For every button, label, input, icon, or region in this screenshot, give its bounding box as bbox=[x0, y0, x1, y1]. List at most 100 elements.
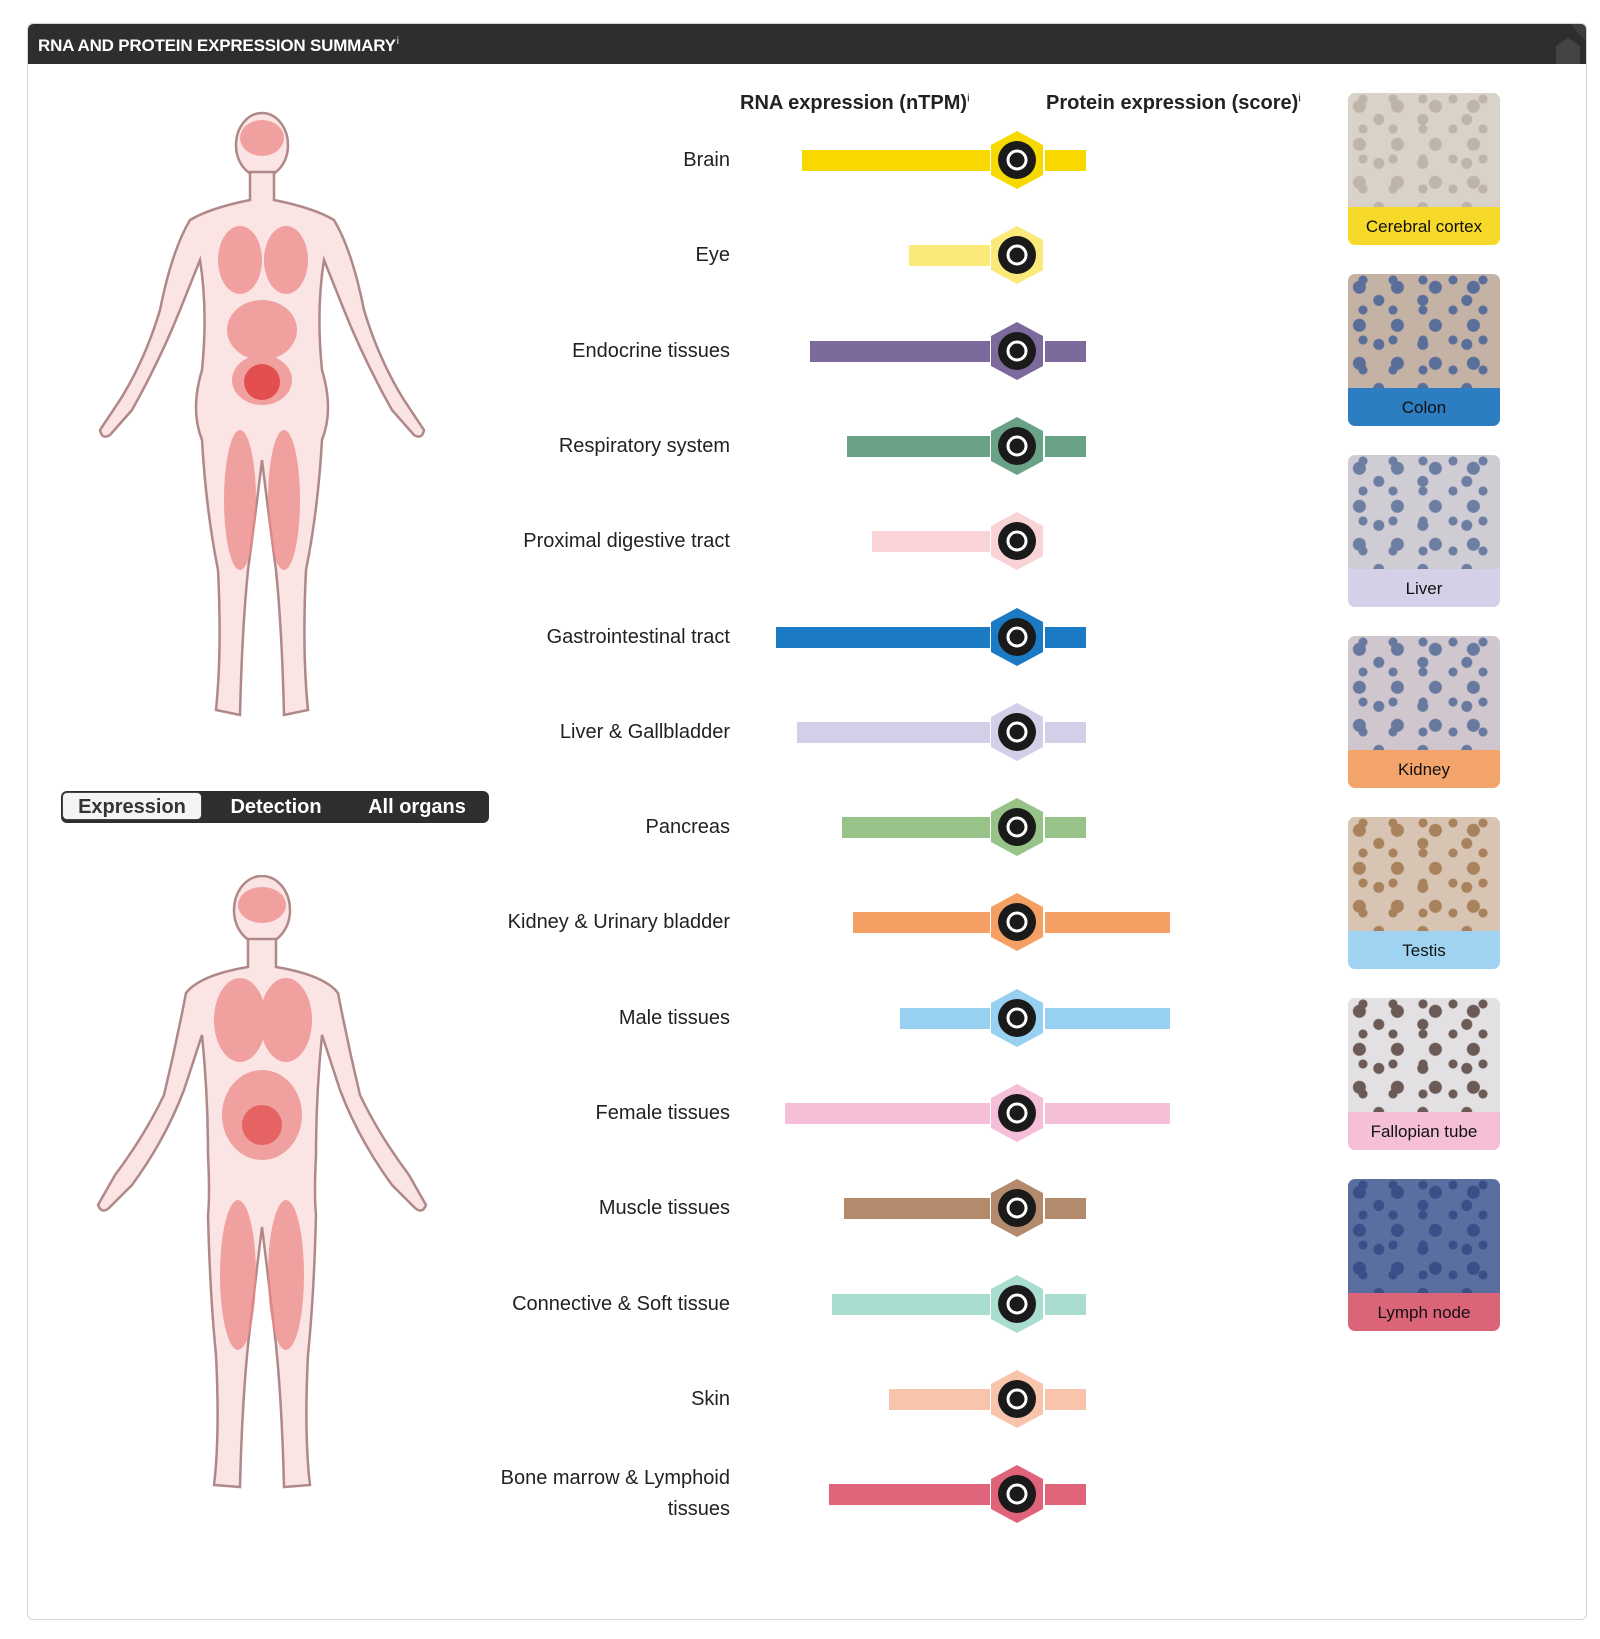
thumbnail-caption: Testis bbox=[1348, 931, 1500, 969]
info-icon[interactable]: i bbox=[396, 36, 399, 48]
liver-icon[interactable] bbox=[989, 702, 1045, 762]
tissue-thumbnail[interactable]: Testis bbox=[1348, 817, 1500, 969]
protein-expression-bar[interactable] bbox=[1045, 1389, 1086, 1410]
tissue-thumbnail[interactable]: Colon bbox=[1348, 274, 1500, 426]
protein-expression-bar[interactable] bbox=[1045, 1198, 1086, 1219]
tissue-row[interactable]: Gastrointestinal tract bbox=[0, 592, 1300, 682]
tissue-thumbnail[interactable]: Lymph node bbox=[1348, 1179, 1500, 1331]
uterus-icon[interactable] bbox=[989, 1083, 1045, 1143]
tissue-label[interactable]: Bone marrow & Lymphoid tissues bbox=[500, 1467, 730, 1520]
heart-icon[interactable] bbox=[989, 1178, 1045, 1238]
tissue-label[interactable]: Eye bbox=[695, 243, 730, 266]
stomach-icon[interactable] bbox=[989, 607, 1045, 667]
tissue-label[interactable]: Endocrine tissues bbox=[572, 339, 730, 362]
tissue-thumbnail[interactable]: Fallopian tube bbox=[1348, 998, 1500, 1150]
rna-expression-bar[interactable] bbox=[853, 912, 990, 933]
rna-expression-bar[interactable] bbox=[829, 1484, 990, 1505]
tissue-thumbnail[interactable]: Liver bbox=[1348, 455, 1500, 607]
rna-expression-bar[interactable] bbox=[832, 1294, 990, 1315]
protein-expression-bar[interactable] bbox=[1045, 1484, 1086, 1505]
toggle-expression[interactable]: Expression bbox=[62, 792, 202, 820]
protein-expression-bar[interactable] bbox=[1045, 341, 1086, 362]
head-icon[interactable] bbox=[989, 511, 1045, 571]
pancreas-icon[interactable] bbox=[989, 797, 1045, 857]
rna-expression-bar[interactable] bbox=[844, 1198, 990, 1219]
tissue-row[interactable]: Endocrine tissues bbox=[0, 306, 1300, 396]
tissue-micrograph-image bbox=[1348, 1179, 1500, 1293]
skin-icon[interactable] bbox=[989, 1369, 1045, 1429]
thumbnail-caption: Lymph node bbox=[1348, 1293, 1500, 1331]
kidney-icon[interactable] bbox=[989, 892, 1045, 952]
brain-icon[interactable] bbox=[989, 130, 1045, 190]
protein-expression-bar[interactable] bbox=[1045, 722, 1086, 743]
rna-expression-bar[interactable] bbox=[785, 1103, 990, 1124]
tissue-label[interactable]: Male tissues bbox=[618, 1006, 730, 1029]
fat-cells-icon[interactable] bbox=[989, 1274, 1045, 1334]
eye-icon[interactable] bbox=[989, 225, 1045, 285]
tissue-label[interactable]: Brain bbox=[683, 148, 730, 171]
tissue-label[interactable]: Female tissues bbox=[595, 1101, 731, 1124]
rna-expression-bar[interactable] bbox=[900, 1008, 990, 1029]
rna-expression-bar[interactable] bbox=[776, 627, 990, 648]
rna-expression-bar[interactable] bbox=[797, 722, 990, 743]
tissue-row[interactable]: Male tissues bbox=[0, 973, 1300, 1063]
tissue-thumbnail[interactable]: Kidney bbox=[1348, 636, 1500, 788]
tissue-row[interactable]: Connective & Soft tissue bbox=[0, 1259, 1300, 1349]
tissue-label[interactable]: Kidney & Urinary bladder bbox=[507, 910, 730, 933]
rna-expression-bar[interactable] bbox=[889, 1389, 990, 1410]
protein-expression-bar[interactable] bbox=[1045, 150, 1086, 171]
protein-expression-bar[interactable] bbox=[1045, 1294, 1086, 1315]
tissue-thumbnail[interactable]: Cerebral cortex bbox=[1348, 93, 1500, 245]
male-body-diagram[interactable] bbox=[90, 875, 435, 1500]
tissue-row[interactable]: Respiratory system bbox=[0, 401, 1300, 491]
tissue-row[interactable]: Bone marrow & Lymphoid tissues bbox=[0, 1449, 1300, 1539]
tissue-micrograph-image bbox=[1348, 274, 1500, 388]
toggle-detection[interactable]: Detection bbox=[230, 796, 322, 818]
rna-expression-bar[interactable] bbox=[847, 436, 990, 457]
protein-expression-bar[interactable] bbox=[1045, 912, 1170, 933]
panel-title: RNA AND PROTEIN EXPRESSION SUMMARYi bbox=[38, 36, 399, 55]
tissue-row[interactable]: Skin bbox=[0, 1354, 1300, 1444]
female-body-diagram[interactable] bbox=[90, 110, 435, 735]
tissue-label[interactable]: Proximal digestive tract bbox=[523, 529, 730, 552]
protein-expression-heading: Protein expression (score)i bbox=[1046, 92, 1301, 114]
tissue-row[interactable]: Proximal digestive tract bbox=[0, 496, 1300, 586]
tissue-micrograph-image bbox=[1348, 455, 1500, 569]
protein-expression-bar[interactable] bbox=[1045, 1008, 1170, 1029]
thumbnail-caption: Liver bbox=[1348, 569, 1500, 607]
rna-expression-bar[interactable] bbox=[909, 245, 990, 266]
tissue-row[interactable]: Liver & Gallbladder bbox=[0, 687, 1300, 777]
panel-header: RNA AND PROTEIN EXPRESSION SUMMARYi bbox=[28, 24, 1586, 64]
header-decoration-icon bbox=[1556, 24, 1586, 64]
tissue-label[interactable]: Muscle tissues bbox=[598, 1196, 730, 1219]
info-icon[interactable]: i bbox=[1298, 92, 1301, 105]
protein-expression-bar[interactable] bbox=[1045, 436, 1086, 457]
tissue-row[interactable]: Female tissues bbox=[0, 1068, 1300, 1158]
thumbnail-caption: Fallopian tube bbox=[1348, 1112, 1500, 1150]
protein-expression-bar[interactable] bbox=[1045, 1103, 1170, 1124]
toggle-all-organs[interactable]: All organs bbox=[368, 796, 466, 818]
rna-expression-bar[interactable] bbox=[842, 817, 990, 838]
protein-expression-bar[interactable] bbox=[1045, 817, 1086, 838]
tissue-row[interactable]: Eye bbox=[0, 210, 1300, 300]
tissue-label[interactable]: Gastrointestinal tract bbox=[546, 625, 730, 648]
tissue-row[interactable]: Pancreas bbox=[0, 782, 1300, 872]
rna-expression-bar[interactable] bbox=[802, 150, 990, 171]
thyroid-icon[interactable] bbox=[989, 321, 1045, 381]
tissue-label[interactable]: Skin bbox=[691, 1387, 730, 1410]
lymph-icon[interactable] bbox=[989, 1464, 1045, 1524]
rna-expression-bar[interactable] bbox=[872, 531, 990, 552]
tissue-label[interactable]: Respiratory system bbox=[558, 434, 730, 457]
tissue-row[interactable]: Muscle tissues bbox=[0, 1163, 1300, 1253]
tissue-micrograph-image bbox=[1348, 93, 1500, 207]
info-icon[interactable]: i bbox=[967, 92, 970, 105]
rna-expression-bar[interactable] bbox=[810, 341, 990, 362]
tissue-row[interactable]: Brain bbox=[0, 115, 1300, 205]
tissue-label[interactable]: Connective & Soft tissue bbox=[512, 1292, 730, 1315]
lungs-icon[interactable] bbox=[989, 416, 1045, 476]
male-organ-icon[interactable] bbox=[989, 988, 1045, 1048]
tissue-row[interactable]: Kidney & Urinary bladder bbox=[0, 877, 1300, 967]
tissue-label[interactable]: Liver & Gallbladder bbox=[559, 720, 730, 743]
protein-expression-bar[interactable] bbox=[1045, 627, 1086, 648]
tissue-label[interactable]: Pancreas bbox=[645, 815, 731, 838]
